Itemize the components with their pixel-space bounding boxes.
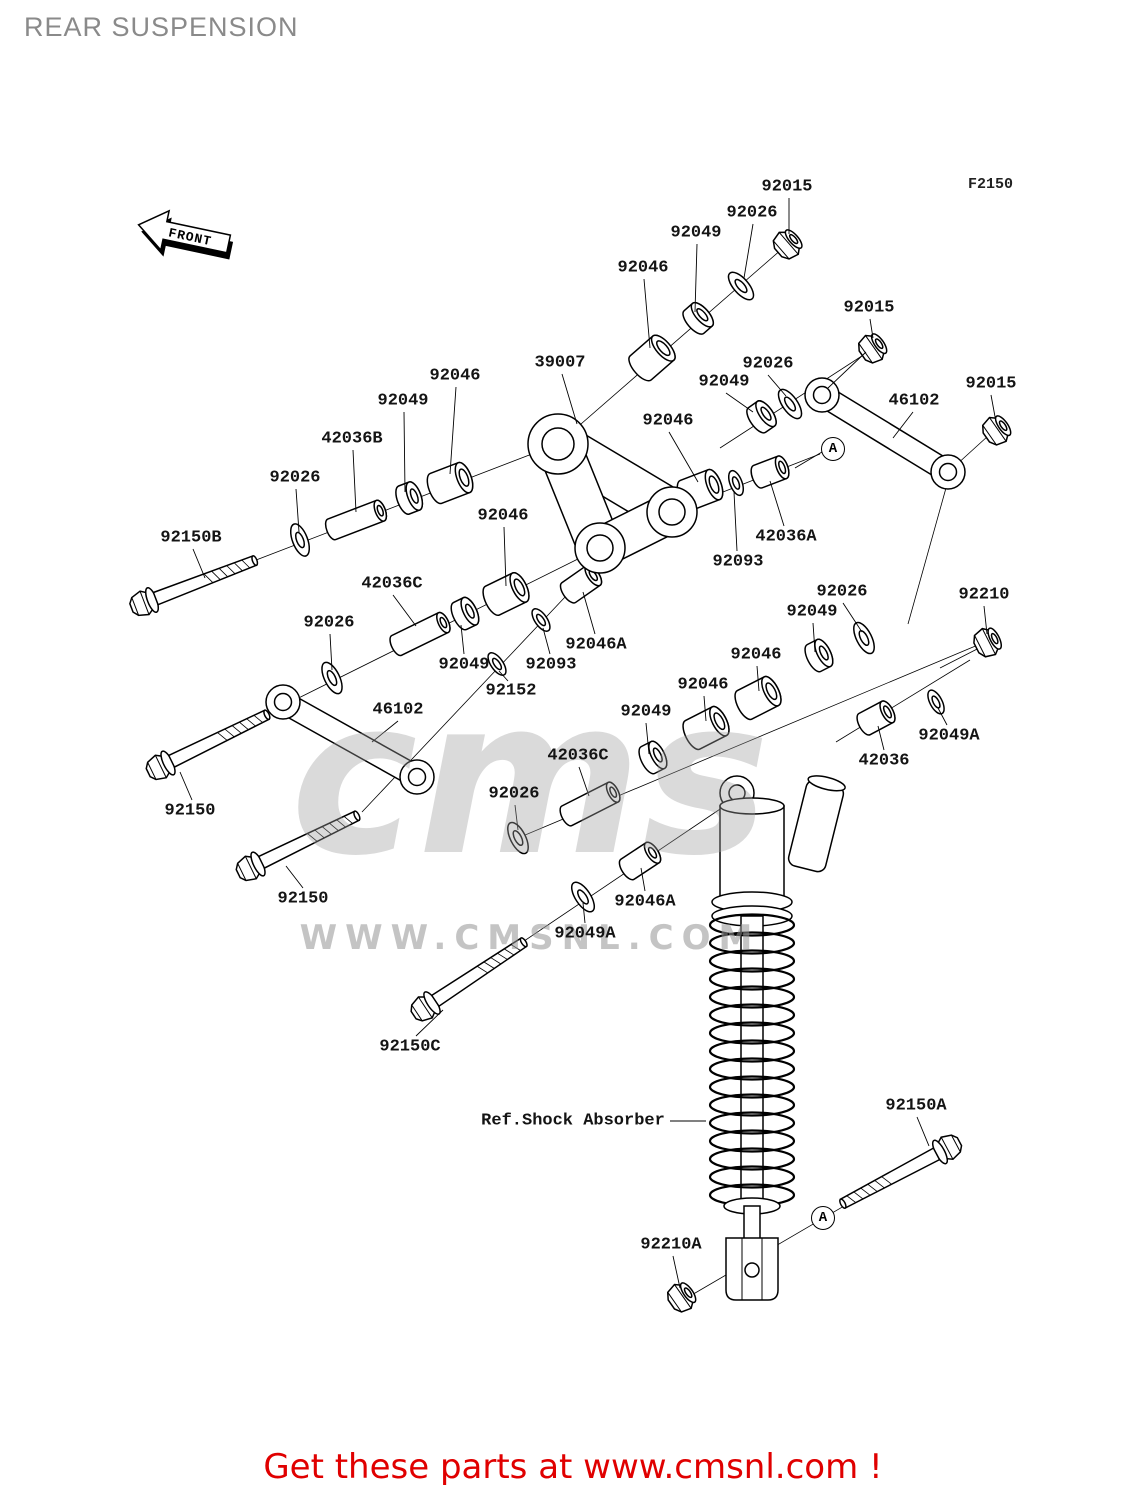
shock-absorber [708,775,846,1301]
part-92015-nut [767,224,808,265]
part-42036C-collar [386,609,454,659]
part-label-92046: 92046 [642,411,694,431]
leader-lines [179,198,997,1289]
part-92046-bearing [624,330,680,386]
part-label-42036: 42036 [858,751,910,771]
tie-rod-right [804,377,966,490]
part-label-92049A: 92049A [554,924,616,944]
part-label-92150A: 92150A [885,1096,947,1116]
part-92049A-washer [923,686,949,718]
part-label-92150C: 92150C [379,1037,441,1057]
part-label-92046: 92046 [617,258,669,278]
part-label-92046: 92046 [429,366,481,386]
part-label-92150: 92150 [277,889,329,909]
part-label-92046A: 92046A [565,635,627,655]
part-label-92049: 92049 [670,223,722,243]
front-arrow: FRONT [137,209,234,260]
part-92046-bearing [422,459,478,507]
part-92150A-bolt [834,1129,967,1217]
part-label-92026: 92026 [303,613,355,633]
part-label-92026: 92026 [726,203,778,223]
part-label-92026: 92026 [488,784,540,804]
part-label-92046A: 92046A [614,892,676,912]
part-label-92015: 92015 [965,374,1017,394]
part-92150-bolt [231,802,366,887]
part-label-92093: 92093 [525,655,577,675]
part-92026-washer [502,818,534,858]
part-label-92210A: 92210A [640,1235,702,1255]
part-92210A-nut [662,1277,701,1318]
part-label-92015: 92015 [843,298,895,318]
part-label-42036B: 42036B [321,429,383,449]
part-label-46102: 46102 [888,391,940,411]
part-label-92046: 92046 [477,506,529,526]
part-92049-seal [446,594,484,634]
part-92049-seal [742,396,781,437]
part-92150B-bolt [126,546,263,621]
part-label-92150: 92150 [164,801,216,821]
part-42036C-collar [556,779,624,829]
part-92049-seal [800,635,838,676]
part-label-92026: 92026 [816,582,868,602]
part-92049-seal [678,298,718,339]
part-label-92049: 92049 [620,702,672,722]
part-label-92015: 92015 [761,177,813,197]
shock-spring [708,913,796,1207]
callout-a-2: A [811,1206,835,1230]
part-label-42036A: 42036A [755,527,817,547]
part-label-92049A: 92049A [918,726,980,746]
part-label-92152: 92152 [485,681,537,701]
part-label-42036C: 42036C [547,746,609,766]
footer-link[interactable]: Get these parts at www.cmsnl.com ! [263,1447,883,1487]
part-42036A-collar [747,453,793,491]
part-label-92049: 92049 [698,372,750,392]
page-title: REAR SUSPENSION [24,12,299,42]
part-label-42036C: 42036C [361,574,423,594]
part-92026-washer [848,618,880,658]
figure-code: F2150 [968,176,1014,193]
front-arrow-shape [137,209,232,254]
part-92049A-washer [566,877,600,917]
rocker-arm [527,413,698,574]
part-label-39007: 39007 [534,353,586,373]
part-label-92049: 92049 [377,391,429,411]
part-92046A-sleeve [615,838,665,884]
part-92150-bolt [141,701,276,786]
part-label-46102: 46102 [372,700,424,720]
part-label-92046: 92046 [677,675,729,695]
part-92093-washer [527,605,555,635]
part-label-92026: 92026 [269,468,321,488]
part-label-92049: 92049 [786,602,838,622]
part-92026-washer [773,385,807,423]
part-label-92049: 92049 [438,655,490,675]
part-92150C-bolt [405,929,534,1027]
part-92026-washer [723,267,759,305]
part-92046-bearing [678,703,734,753]
tie-rod-left [265,684,435,795]
part-label-92210: 92210 [958,585,1010,605]
part-label-92026: 92026 [742,354,794,374]
part-42036-collar [853,697,899,739]
part-92093-washer [724,467,748,499]
part-92049-seal [634,737,672,778]
part-92049-seal [391,478,427,518]
part-label-92046: 92046 [730,645,782,665]
part-label-92150B: 92150B [160,528,222,548]
ref-shock-absorber-label: Ref.Shock Absorber [481,1111,665,1131]
part-92015-nut [977,410,1016,451]
part-92210-nut [969,622,1007,662]
callout-a-1: A [821,437,845,461]
part-label-92093: 92093 [712,552,764,572]
